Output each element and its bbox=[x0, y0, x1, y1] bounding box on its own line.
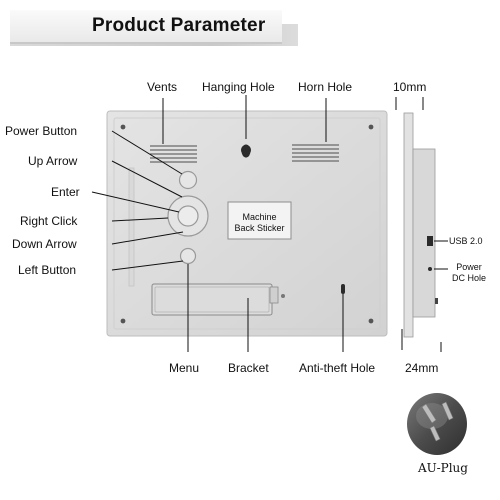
dimension-marks bbox=[395, 97, 448, 352]
label-left-button: Left Button bbox=[18, 263, 77, 277]
anti-theft-hole-icon bbox=[341, 284, 345, 294]
screw-hole-icon bbox=[120, 124, 126, 130]
back-sticker bbox=[227, 201, 292, 240]
label-horn-hole: Horn Hole bbox=[298, 80, 353, 94]
label-down-arrow: Down Arrow bbox=[12, 237, 77, 251]
label-usb: USB 2.0 bbox=[449, 236, 483, 246]
label-power-line2: DC Hole bbox=[451, 273, 486, 283]
enter-button-icon bbox=[177, 205, 199, 227]
power-button-icon bbox=[178, 170, 198, 190]
label-thickness-top: 10mm bbox=[393, 80, 427, 94]
label-enter: Enter bbox=[51, 185, 80, 199]
label-power-button: Power Button bbox=[5, 124, 78, 138]
screw-hole-icon bbox=[368, 124, 374, 130]
callout-lines bbox=[91, 95, 344, 352]
label-menu: Menu bbox=[169, 361, 200, 375]
label-right-click: Right Click bbox=[20, 214, 78, 228]
page-title: Product Parameter bbox=[92, 15, 266, 36]
horn-hole-icon bbox=[292, 144, 339, 162]
label-anti-theft-hole: Anti-theft Hole bbox=[299, 361, 376, 375]
label-hanging-hole: Hanging Hole bbox=[202, 80, 275, 94]
screw-hole-icon bbox=[120, 318, 126, 324]
menu-button-icon bbox=[179, 247, 197, 265]
device-side-view bbox=[403, 112, 438, 338]
dc-hole-icon bbox=[428, 267, 432, 271]
sticker-line2: Back Sticker bbox=[234, 223, 285, 233]
label-vents: Vents bbox=[147, 80, 178, 94]
vents-left-icon bbox=[150, 145, 197, 163]
bracket-icon bbox=[151, 283, 285, 316]
label-au-plug: AU-Plug bbox=[418, 461, 468, 475]
screw-hole-icon bbox=[368, 318, 374, 324]
label-bracket: Bracket bbox=[228, 361, 269, 375]
label-thickness-bottom: 24mm bbox=[405, 361, 439, 375]
sticker-line1: Machine bbox=[242, 212, 277, 222]
header-banner bbox=[10, 10, 282, 44]
usb-port-icon bbox=[427, 236, 433, 246]
label-up-arrow: Up Arrow bbox=[28, 154, 78, 168]
au-plug-icon bbox=[407, 393, 467, 455]
label-power-line1: Power bbox=[456, 262, 482, 272]
